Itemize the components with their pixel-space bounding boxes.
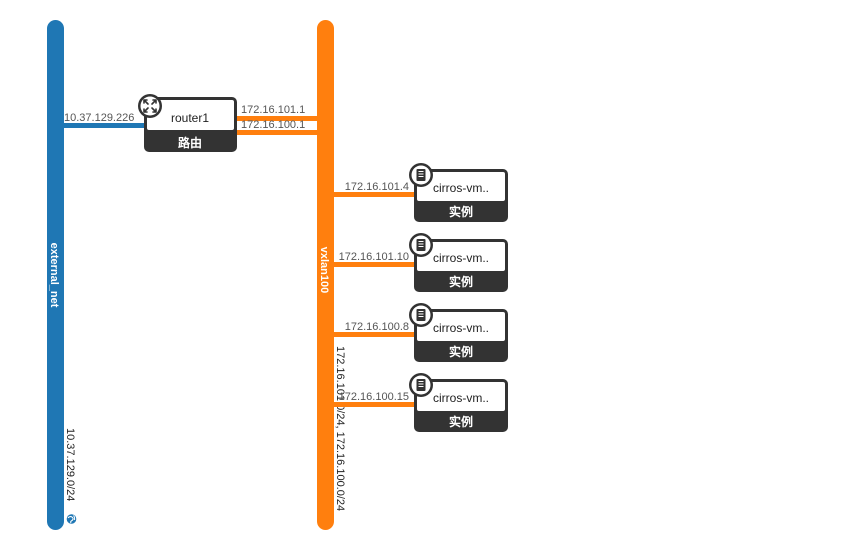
instance-link-3 [334,332,415,337]
instance-ip-2: 172.16.101.10 [339,251,409,263]
instance-node-3[interactable]: cirros-vm.. 实例 [409,303,508,362]
tenant-network[interactable]: vxlan100 172.16.101.0/24, 172.16.100.0/2… [317,20,346,530]
router-name: router1 [171,111,209,125]
instance-type-label: 实例 [449,344,473,359]
tenant-network-name: vxlan100 [318,247,330,293]
tenant-network-cidr: 172.16.101.0/24, 172.16.100.0/24 [334,346,346,511]
instance-name: cirros-vm.. [433,181,489,195]
router-node-body [147,100,234,130]
instance-node-body [417,312,505,341]
router-type-label: 路由 [178,135,202,150]
instance-link-4 [334,402,415,407]
instance-links: 172.16.101.4 172.16.101.10 172.16.100.8 … [334,181,415,407]
instance-type-label: 实例 [449,274,473,289]
external-network-cidr: 10.37.129.0/24 [64,428,76,501]
instance-type-label: 实例 [449,414,473,429]
server-icon [409,373,433,397]
instance-ip-4: 172.16.100.15 [339,391,409,403]
router-external-ip: 10.37.129.226 [64,112,134,124]
instance-node-2[interactable]: cirros-vm.. 实例 [409,233,508,292]
server-icon [409,163,433,187]
external-network[interactable]: external_net 10.37.129.0/24 [47,20,77,530]
external-network-name: external_net [48,243,60,308]
external-network-bar[interactable] [47,20,64,530]
router-external-link [64,123,146,128]
instance-link-1 [334,192,415,197]
router-links: 10.37.129.226 172.16.101.1 172.16.100.1 [64,104,317,135]
instance-node-4[interactable]: cirros-vm.. 实例 [409,373,508,432]
router-tenant-link-1 [236,116,317,121]
instance-ip-3: 172.16.100.8 [345,321,409,333]
server-icon [409,233,433,257]
router-node[interactable]: router1 路由 [138,94,237,152]
instance-ip-1: 172.16.101.4 [345,181,409,193]
instance-node-body [417,382,505,411]
instance-node-body [417,172,505,201]
instance-name: cirros-vm.. [433,251,489,265]
globe-icon [66,514,77,524]
router-icon [138,94,162,118]
router-tenant-ip-1: 172.16.101.1 [241,104,305,116]
server-icon [409,303,433,327]
instance-name: cirros-vm.. [433,321,489,335]
instance-name: cirros-vm.. [433,391,489,405]
router-tenant-ip-2: 172.16.100.1 [241,119,305,131]
instance-link-2 [334,262,415,267]
router-tenant-link-2 [236,130,317,135]
instance-node-1[interactable]: cirros-vm.. 实例 [409,163,508,222]
instance-node-body [417,242,505,271]
instance-type-label: 实例 [449,204,473,219]
tenant-network-bar[interactable] [317,20,334,530]
